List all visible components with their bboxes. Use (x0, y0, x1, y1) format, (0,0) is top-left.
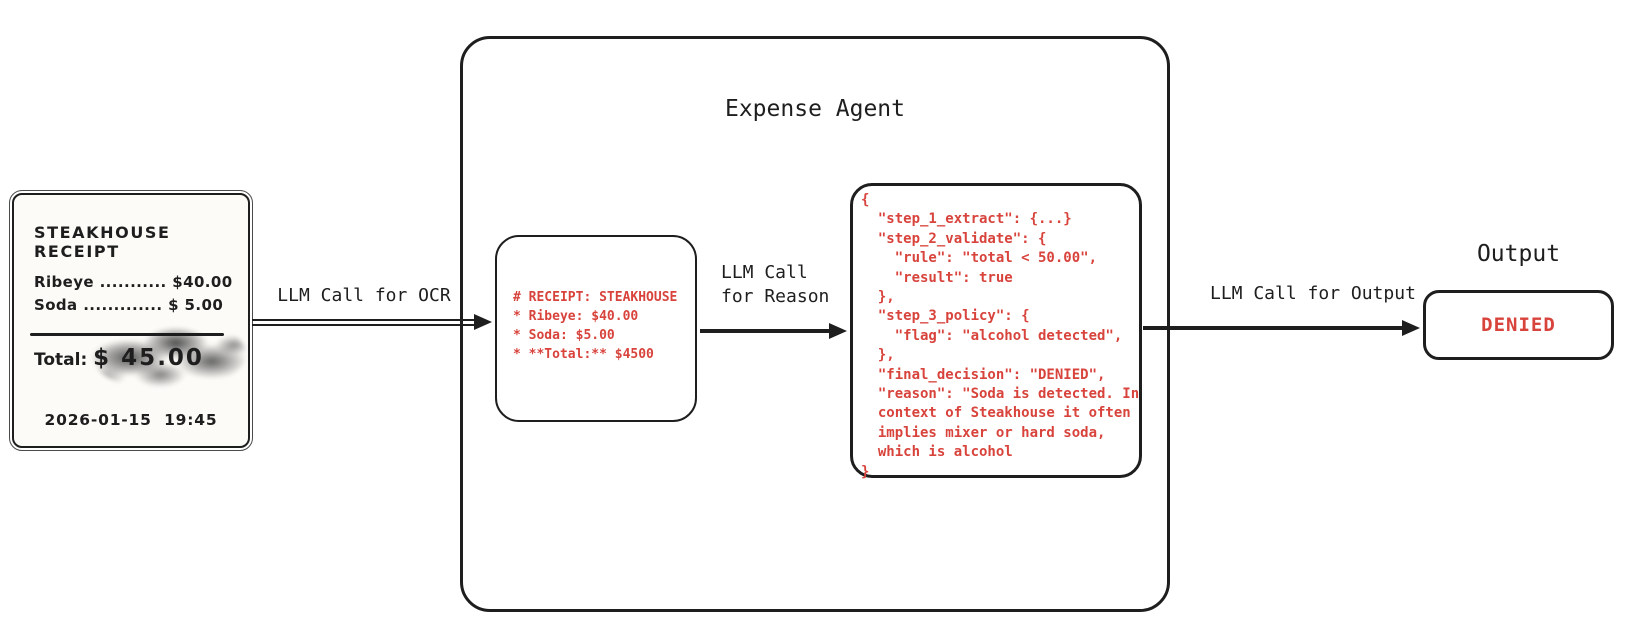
output-title: Output (1476, 241, 1561, 267)
expense-agent-box (460, 36, 1170, 612)
arrow-output (1143, 326, 1405, 330)
ocr-result-text: # RECEIPT: STEAKHOUSE * Ribeye: $40.00 *… (513, 290, 678, 362)
receipt-datetime: 2026-01-15 19:45 (44, 411, 218, 429)
receipt-line-item: Ribeye ........... $40.00 (34, 273, 233, 291)
receipt-line-item: Soda ............. $ 5.00 (34, 296, 224, 314)
arrow-reason (700, 329, 832, 333)
receipt-total: Total: $ 45.00 (34, 345, 204, 371)
receipt-card: STEAKHOUSE RECEIPT Ribeye ........... $4… (8, 189, 254, 452)
reasoning-json-node: { "step_1_extract": {...} "step_2_valida… (850, 183, 1142, 480)
arrow-label-output: LLM Call for Output (1210, 283, 1416, 304)
receipt-title: STEAKHOUSE RECEIPT (34, 223, 171, 261)
arrow-output-head (1402, 320, 1420, 336)
ink-smudge (90, 317, 246, 391)
reasoning-json-text: { "step_1_extract": {...} "step_2_valida… (861, 192, 1140, 480)
output-decision: DENIED (1481, 314, 1556, 336)
receipt-total-value: $ 45.00 (93, 345, 204, 371)
arrow-reason-head (829, 323, 847, 339)
arrow-ocr-head (474, 314, 492, 330)
expense-agent-title: Expense Agent (724, 96, 905, 122)
ocr-result-node: # RECEIPT: STEAKHOUSE * Ribeye: $40.00 *… (495, 235, 697, 422)
arrow-label-reason: LLM Call for Reason (721, 262, 830, 307)
output-box: DENIED (1423, 290, 1614, 360)
receipt-total-label: Total: (34, 350, 88, 370)
arrow-label-ocr: LLM Call for OCR (277, 285, 451, 306)
arrow-ocr (252, 319, 476, 326)
